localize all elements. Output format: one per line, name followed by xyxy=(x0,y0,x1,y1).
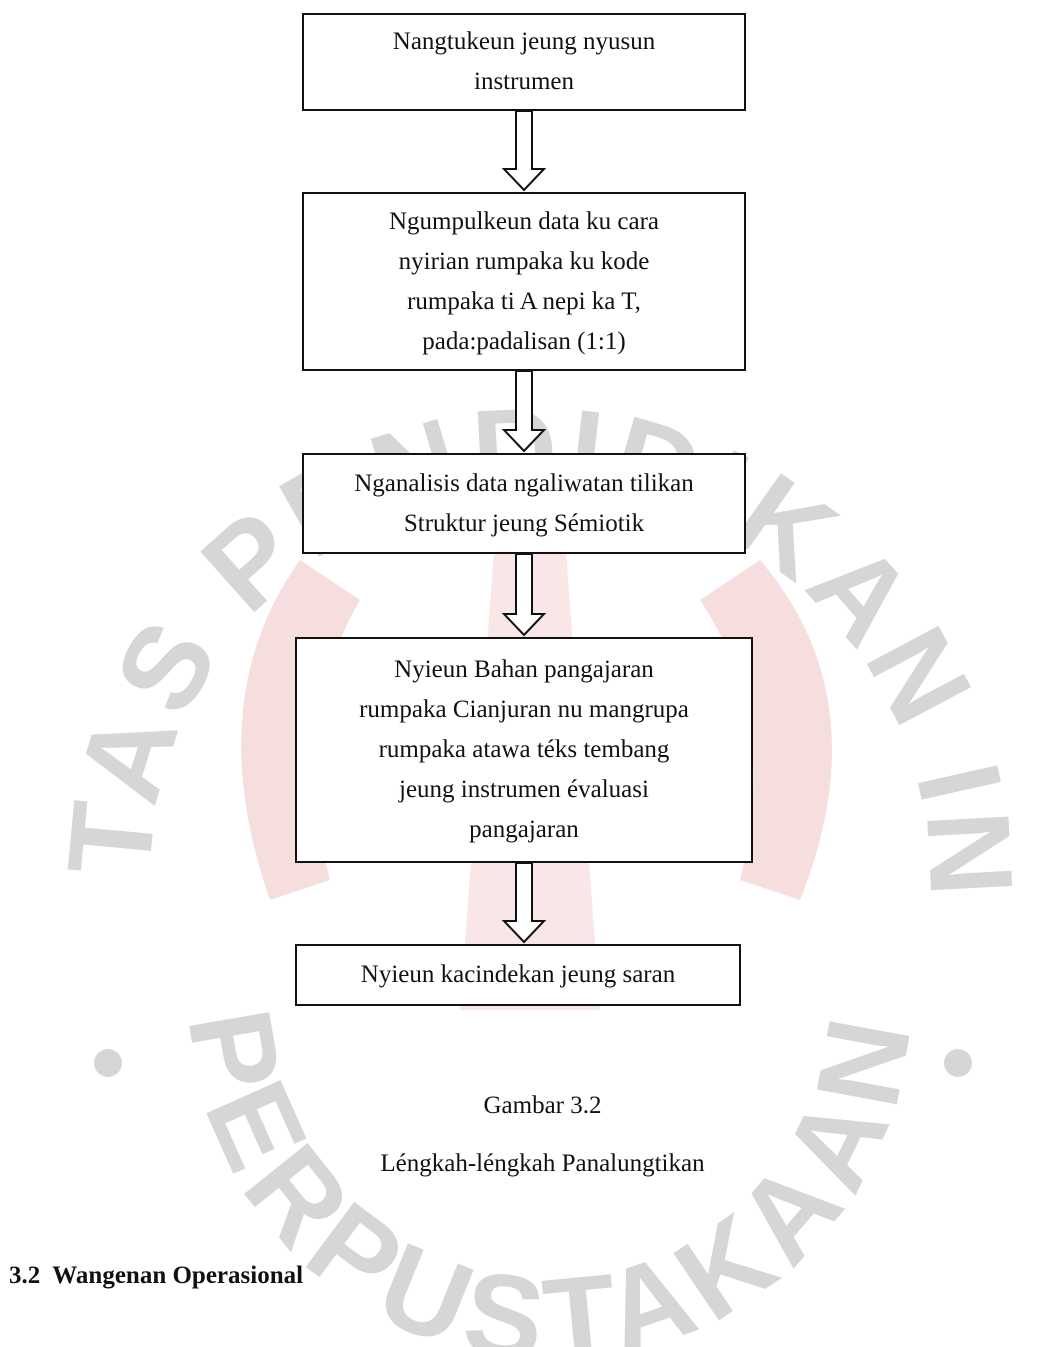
flow-step-5: Nyieun kacindekan jeung saran xyxy=(295,944,741,1006)
watermark-dot-left xyxy=(94,1049,122,1077)
flow-step-4-label: Nyieun Bahan pangajaran rumpaka Cianjura… xyxy=(359,656,689,843)
flow-step-1: Nangtukeun jeung nyusun instrumen xyxy=(302,13,746,111)
flow-step-2: Ngumpulkeun data ku cara nyirian rumpaka… xyxy=(302,192,746,371)
figure-caption-number: Gambar 3.2 xyxy=(483,1092,602,1119)
flow-arrow-1-2 xyxy=(501,111,547,192)
flow-step-5-label: Nyieun kacindekan jeung saran xyxy=(360,961,676,988)
section-heading: 3.2 Wangenan Operasional xyxy=(9,1262,304,1289)
figure-caption-title: Léngkah-léngkah Panalungtikan xyxy=(380,1150,705,1177)
watermark-dot-right xyxy=(944,1049,972,1077)
flow-step-3: Nganalisis data ngaliwatan tilikan Struk… xyxy=(302,453,746,554)
flow-arrow-4-5 xyxy=(501,863,547,944)
flow-arrow-3-4 xyxy=(501,554,547,637)
flow-arrow-2-3 xyxy=(501,371,547,453)
flow-step-2-label: Ngumpulkeun data ku cara nyirian rumpaka… xyxy=(388,207,660,355)
flow-step-4: Nyieun Bahan pangajaran rumpaka Cianjura… xyxy=(295,637,753,863)
flow-step-1-label: Nangtukeun jeung nyusun instrumen xyxy=(392,28,656,95)
flow-step-3-label: Nganalisis data ngaliwatan tilikan Struk… xyxy=(354,469,694,537)
